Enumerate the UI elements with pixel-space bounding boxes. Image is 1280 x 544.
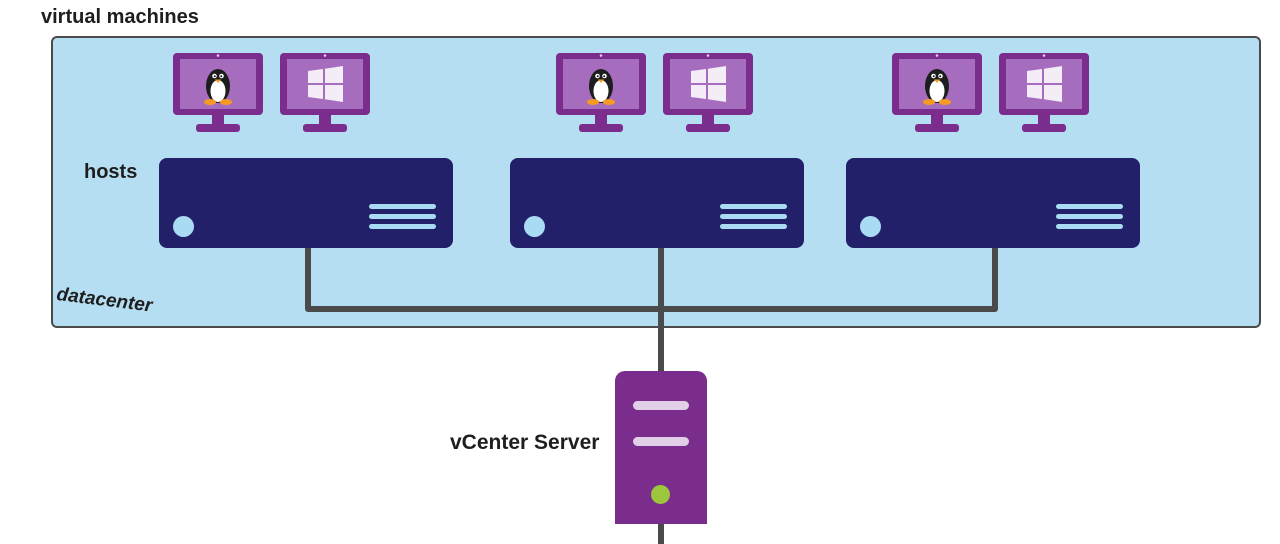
host-status-led: [524, 216, 545, 237]
host-server-2: [510, 158, 804, 248]
host-server-1: [159, 158, 453, 248]
host-status-led: [860, 216, 881, 237]
vcenter-server-label: vCenter Server: [450, 431, 600, 454]
drive-slot: [633, 401, 689, 410]
linux-penguin-icon: [173, 53, 263, 132]
linux-penguin-icon: [892, 53, 982, 132]
windows-vm-1: [280, 53, 370, 132]
power-led-icon: [651, 485, 670, 504]
vcenter-server-tower-icon: [615, 371, 707, 524]
host-1-cable: [305, 248, 661, 312]
host-3-cable: [661, 248, 998, 312]
host-vent-icon: [1056, 204, 1123, 234]
host-status-led: [173, 216, 194, 237]
host-server-3: [846, 158, 1140, 248]
linux-vm-2: [556, 53, 646, 132]
host-vent-icon: [369, 204, 436, 234]
windows-logo-icon: [280, 53, 370, 132]
linux-penguin-icon: [556, 53, 646, 132]
windows-logo-icon: [999, 53, 1089, 132]
linux-vm-1: [173, 53, 263, 132]
windows-logo-icon: [663, 53, 753, 132]
windows-vm-3: [999, 53, 1089, 132]
windows-vm-2: [663, 53, 753, 132]
host-vent-icon: [720, 204, 787, 234]
hosts-label: hosts: [84, 161, 138, 183]
linux-vm-3: [892, 53, 982, 132]
virtual-machines-label: virtual machines: [41, 6, 199, 28]
drive-slot: [633, 437, 689, 446]
